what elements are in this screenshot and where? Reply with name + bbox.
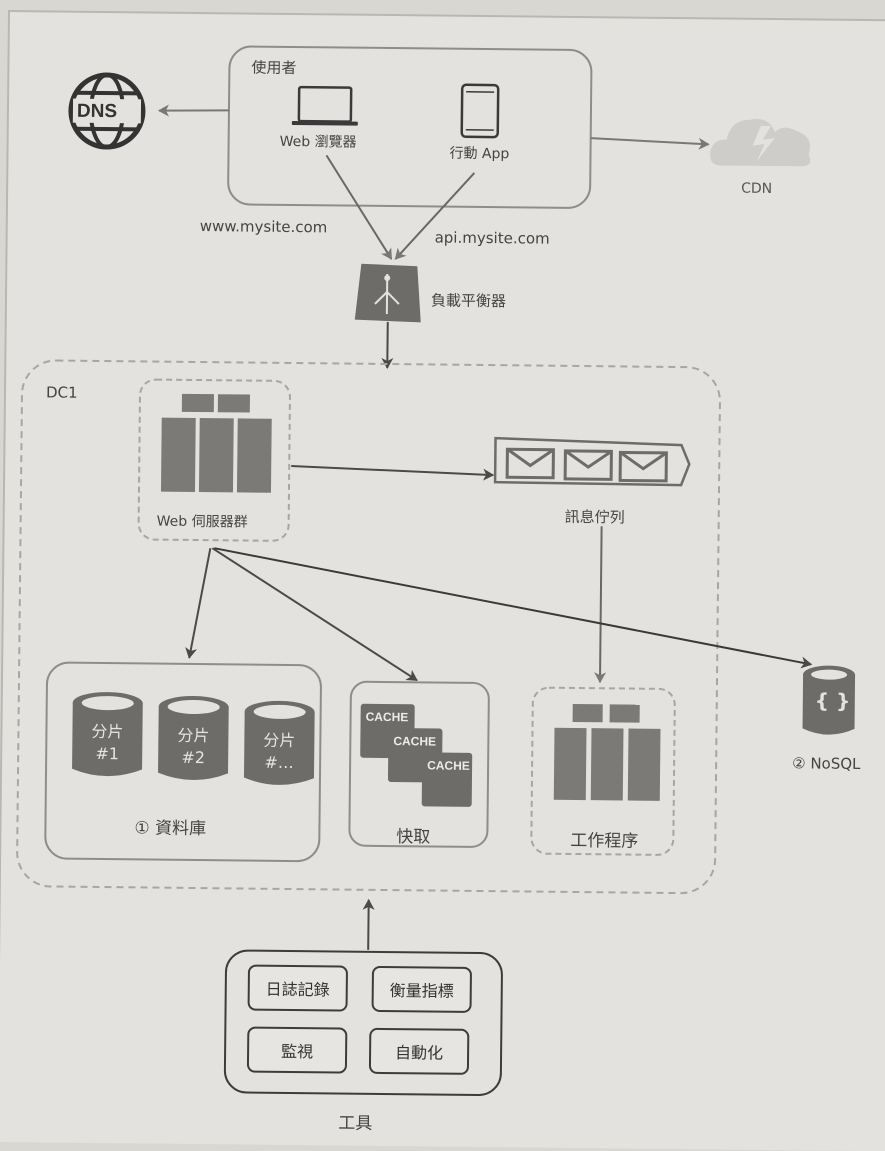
dc1-label: DC1 <box>46 383 78 401</box>
mobile-app-label: 行動 App <box>449 143 509 164</box>
worker-servers-icon <box>554 704 661 801</box>
database-label: ① 資料庫 <box>134 813 206 839</box>
dns-label: DNS <box>77 101 117 123</box>
users-to-dns-arrow <box>159 110 229 112</box>
shard-2-name: 分片 <box>158 725 228 748</box>
web-servers-icon <box>161 394 272 493</box>
phone-icon <box>462 85 499 137</box>
tools-to-dc1-arrow <box>368 900 369 950</box>
shard-n-label: 分片 #… <box>244 730 314 775</box>
tool-metrics: 衡量指標 <box>372 966 472 1013</box>
load-balancer-icon <box>355 264 422 323</box>
shard-n-id: #… <box>244 752 314 775</box>
cdn-cloud-icon <box>710 119 811 167</box>
mq-to-worker-arrow <box>600 526 602 682</box>
shard-1-label: 分片 #1 <box>72 721 142 766</box>
web-to-mq-arrow <box>291 466 493 475</box>
tool-monitoring: 監視 <box>247 1027 347 1074</box>
nosql-label: ② NoSQL <box>792 754 860 773</box>
diagram-page: 使用者 Web 瀏覽器 行動 App DNS CDN www.mysite.co… <box>0 10 885 1151</box>
laptop-icon <box>292 87 358 126</box>
cdn-label: CDN <box>741 181 772 197</box>
message-queue-label: 訊息佇列 <box>565 506 625 528</box>
shard-n-name: 分片 <box>244 730 314 753</box>
shard-1-id: #1 <box>72 743 142 766</box>
web-server-farm-label: Web 伺服器群 <box>157 511 248 532</box>
cache-label: 快取 <box>396 822 430 847</box>
www-domain-label: www.mysite.com <box>200 217 328 236</box>
browser-to-lb-arrow <box>325 155 392 259</box>
shard-2-label: 分片 #2 <box>158 725 228 770</box>
tools-label: 工具 <box>338 1109 372 1134</box>
cache-item-1: CACHE <box>366 710 409 724</box>
users-to-cdn-arrow <box>591 138 709 144</box>
load-balancer-label: 負載平衡器 <box>431 289 506 311</box>
message-queue-icon <box>495 438 689 485</box>
api-domain-label: api.mysite.com <box>435 228 550 247</box>
shard-1-name: 分片 <box>72 721 142 744</box>
cache-item-3: CACHE <box>427 758 470 772</box>
users-title: 使用者 <box>251 57 296 78</box>
web-browser-label: Web 瀏覽器 <box>280 131 357 152</box>
tool-automation: 自動化 <box>369 1028 469 1075</box>
nosql-glyph: { } <box>815 688 851 712</box>
tool-logging: 日誌記錄 <box>248 965 348 1012</box>
shard-2-id: #2 <box>158 747 228 770</box>
worker-label: 工作程序 <box>570 826 638 852</box>
cache-item-2: CACHE <box>393 734 436 748</box>
web-to-db-arrow <box>189 548 210 658</box>
